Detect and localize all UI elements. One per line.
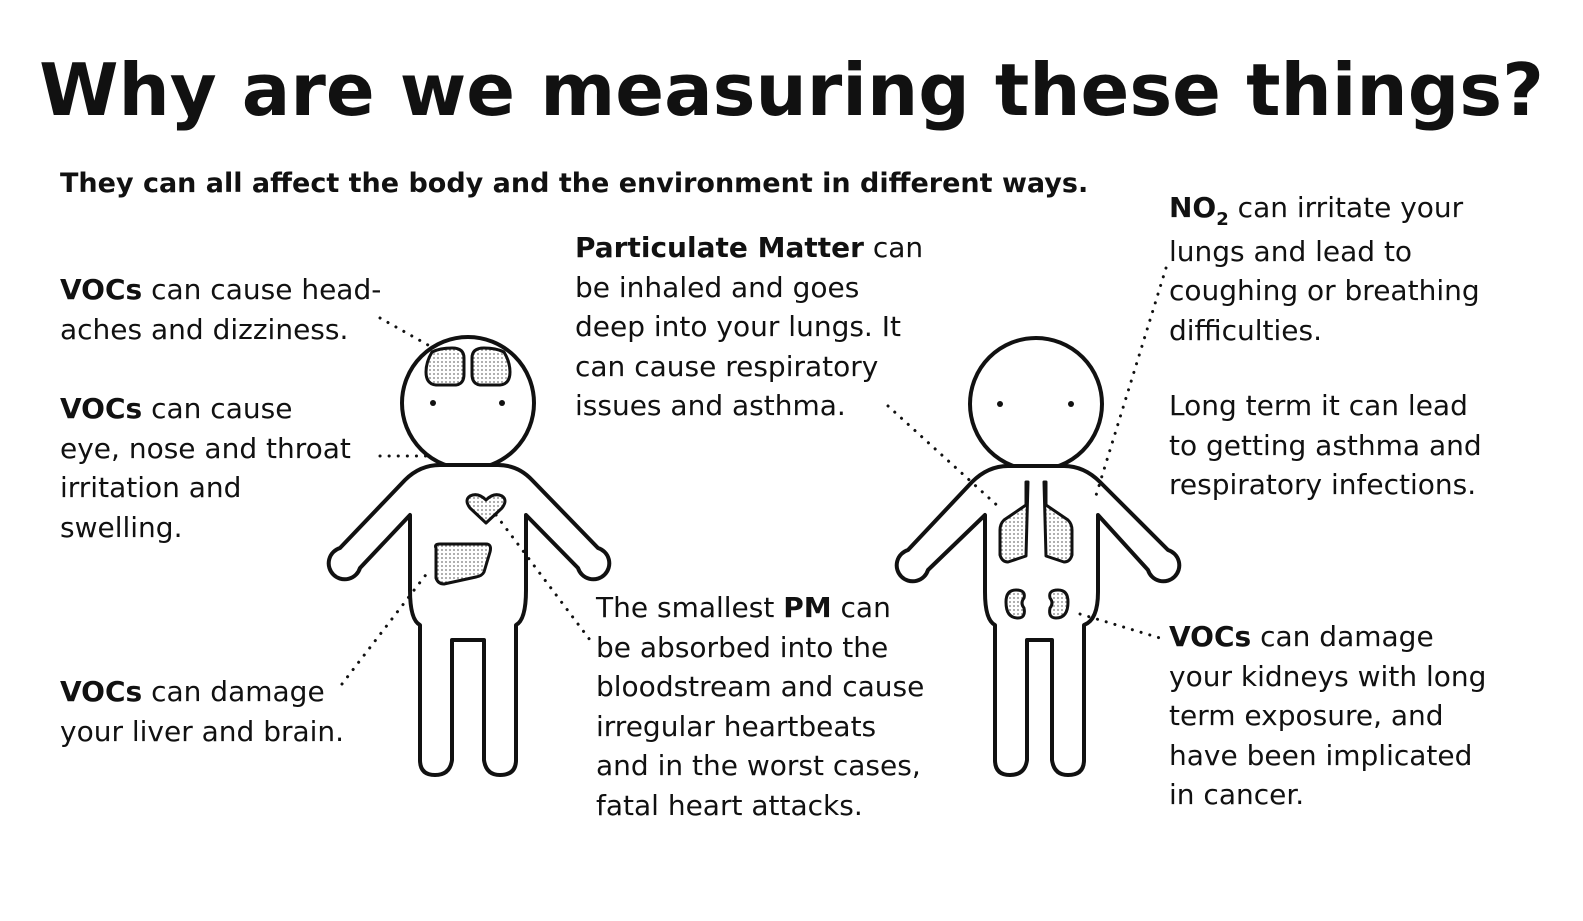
note-text: bloodstream and cause <box>596 670 925 703</box>
note-text: irritation and <box>60 471 242 504</box>
note-text: be absorbed into the <box>596 630 889 664</box>
note-text: to getting asthma and <box>1169 428 1482 462</box>
note-text: deep into your lungs. It <box>575 310 901 343</box>
pm-small-note: The smallest PM can be absorbed into the… <box>596 588 924 825</box>
note-text: coughing or breathing <box>1169 274 1480 307</box>
note-text: can cause head- <box>142 273 382 306</box>
note-text: respiratory infections. <box>1169 468 1477 501</box>
note-text: your liver and brain. <box>60 714 345 748</box>
note-text: Long term it can lead <box>1169 389 1468 422</box>
voc-label: VOCs <box>60 675 143 708</box>
no2-subscript: 2 <box>1216 209 1229 230</box>
note-text: irregular heartbeats <box>596 709 877 743</box>
left-body-figure <box>326 335 612 777</box>
no2-label: NO <box>1169 191 1217 224</box>
voc-kidney-note: VOCs can damage your kidneys with long t… <box>1169 617 1486 815</box>
note-text: eye, nose and throat <box>60 431 351 465</box>
note-text: aches and dizziness. <box>60 312 349 346</box>
pm-label: PM <box>783 591 832 624</box>
note-text: can damage <box>142 675 325 708</box>
note-text: your kidneys with long <box>1169 659 1487 693</box>
note-text: have been implicated <box>1169 738 1473 772</box>
page-title: Why are we measuring these things? <box>39 48 1544 132</box>
leader-lines <box>340 266 1168 686</box>
voc-label: VOCs <box>60 392 143 425</box>
no2-long-note: Long term it can lead to getting asthma … <box>1169 386 1482 505</box>
voc-label: VOCs <box>1169 620 1252 653</box>
note-text: lungs and lead to <box>1169 234 1413 268</box>
note-text: fatal heart attacks. <box>596 788 863 822</box>
note-text: can damage <box>1251 620 1434 653</box>
note-text: can cause <box>142 392 293 425</box>
note-text: and in the worst cases, <box>596 749 921 782</box>
note-text: be inhaled and goes <box>575 270 860 304</box>
subtitle: They can all affect the body and the env… <box>60 168 1089 199</box>
note-text: issues and asthma. <box>575 389 846 422</box>
note-text: difficulties. <box>1169 313 1323 347</box>
note-text: in cancer. <box>1169 778 1305 811</box>
note-text: can <box>863 231 924 264</box>
note-text: can cause respiratory <box>575 349 879 383</box>
voc-liver-note: VOCs can damage your liver and brain. <box>60 672 344 751</box>
note-text: swelling. <box>60 510 183 544</box>
note-text: term exposure, and <box>1169 699 1444 732</box>
right-body-figure <box>894 336 1182 777</box>
no2-note: NO2 can irritate your lungs and lead to … <box>1169 188 1480 350</box>
voc-eye-note: VOCs can cause eye, nose and throat irri… <box>60 389 351 547</box>
voc-label: VOCs <box>60 273 143 306</box>
note-text: The smallest <box>596 591 784 624</box>
pm-label: Particulate Matter <box>575 231 864 264</box>
note-text: can irritate your <box>1228 191 1464 224</box>
pm-note: Particulate Matter can be inhaled and go… <box>575 228 923 426</box>
note-text: can <box>831 591 891 624</box>
voc-head-note: VOCs can cause head- aches and dizziness… <box>60 270 381 349</box>
